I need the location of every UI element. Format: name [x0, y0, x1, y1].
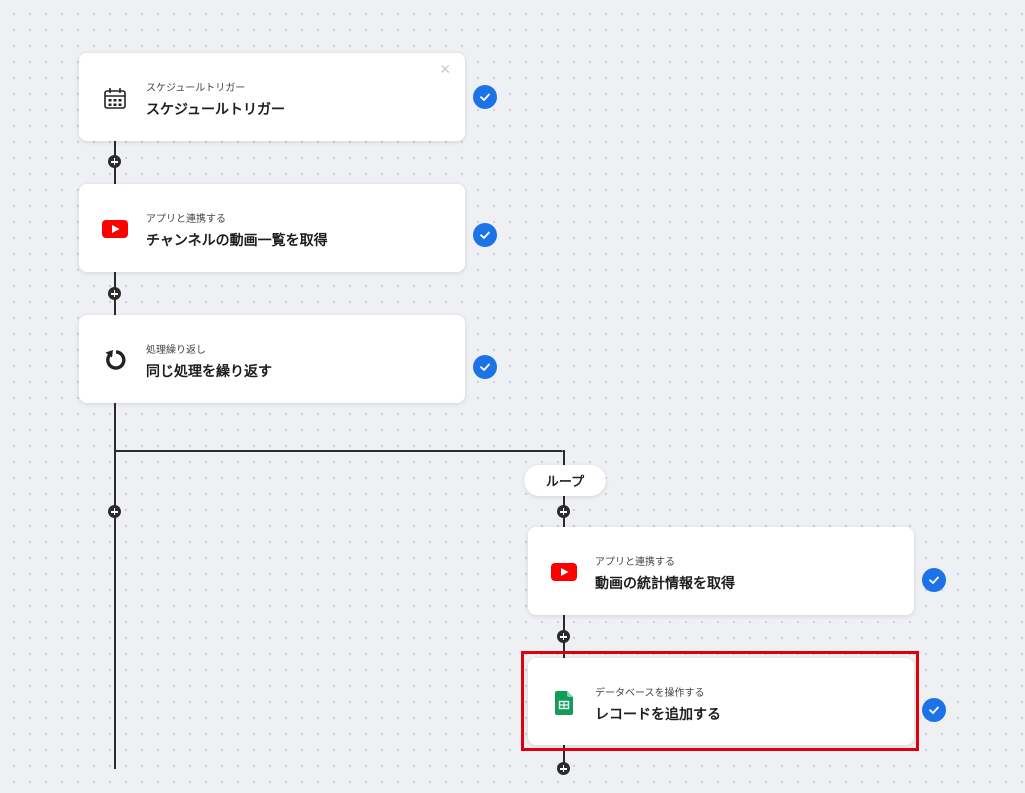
google-sheets-icon [550, 690, 578, 716]
connector-line [563, 745, 565, 765]
add-step-button[interactable] [557, 630, 570, 643]
flow-node-loop[interactable]: 処理繰り返し 同じ処理を繰り返す [79, 315, 465, 403]
youtube-icon [101, 216, 129, 242]
flow-node-youtube-video-stats[interactable]: アプリと連携する 動画の統計情報を取得 [528, 527, 914, 615]
node-subtitle: データベースを操作する [595, 688, 705, 699]
add-step-button[interactable] [108, 505, 121, 518]
loop-label: ループ [524, 465, 606, 496]
add-step-button[interactable] [557, 762, 570, 775]
check-icon [473, 85, 497, 109]
calendar-icon [101, 85, 129, 111]
node-title: 同じ処理を繰り返す [146, 364, 272, 380]
loop-branch-line [114, 450, 563, 452]
connector-line [114, 403, 116, 769]
loop-icon [101, 347, 129, 373]
flow-node-sheets-add-record[interactable]: データベースを操作する レコードを追加する [528, 658, 914, 745]
node-subtitle: アプリと連携する [146, 214, 226, 225]
selection-highlight [521, 651, 919, 751]
check-icon [473, 355, 497, 379]
node-subtitle: スケジュールトリガー [146, 83, 246, 94]
node-title: レコードを追加する [595, 707, 721, 723]
youtube-icon [550, 559, 578, 585]
node-subtitle: 処理繰り返し [146, 345, 206, 356]
flow-node-schedule-trigger[interactable]: スケジュールトリガー スケジュールトリガー ✕ [79, 53, 465, 141]
node-title: 動画の統計情報を取得 [595, 576, 735, 592]
loop-branch-line [563, 450, 565, 466]
node-title: チャンネルの動画一覧を取得 [146, 233, 328, 249]
node-subtitle: アプリと連携する [595, 557, 675, 568]
flow-node-youtube-channel-videos[interactable]: アプリと連携する チャンネルの動画一覧を取得 [79, 184, 465, 272]
check-icon [473, 223, 497, 247]
add-step-button[interactable] [108, 155, 121, 168]
add-step-button[interactable] [108, 287, 121, 300]
node-title: スケジュールトリガー [146, 102, 286, 118]
check-icon [922, 568, 946, 592]
check-icon [922, 698, 946, 722]
add-step-button[interactable] [557, 505, 570, 518]
close-icon[interactable]: ✕ [439, 62, 451, 78]
